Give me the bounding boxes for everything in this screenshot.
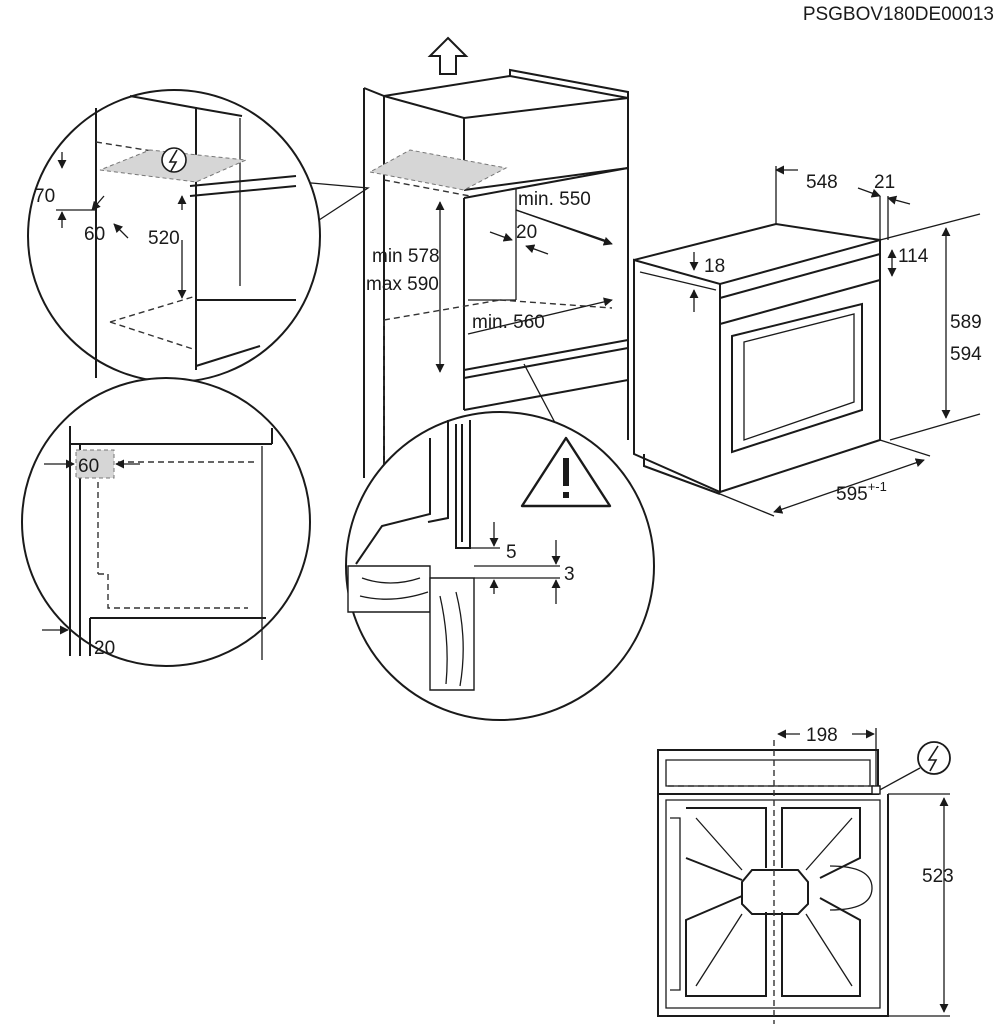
vent-20-label: 20 bbox=[94, 638, 115, 659]
dim-520-label: 520 bbox=[148, 228, 180, 249]
detail-top-circle bbox=[27, 89, 370, 383]
min-560-label: min. 560 bbox=[472, 312, 545, 333]
dim-114-label: 114 bbox=[898, 246, 929, 267]
document-code: PSGBOV180DE00013 bbox=[803, 4, 994, 25]
gap-20-label: 20 bbox=[516, 222, 537, 243]
dim-589-label: 589 bbox=[950, 312, 982, 333]
back-view-drawing bbox=[657, 728, 951, 1024]
dim-595-tolerance: +-1 bbox=[868, 479, 887, 494]
up-arrow-icon bbox=[427, 36, 469, 75]
dim-548-label: 548 bbox=[806, 172, 838, 193]
dim-198-label: 198 bbox=[806, 725, 838, 746]
dim-594-label: 594 bbox=[950, 344, 982, 365]
gap-5-label: 5 bbox=[506, 542, 517, 563]
min-578-label: min 578 bbox=[372, 246, 440, 267]
cabinet-drawing bbox=[363, 68, 629, 478]
electric-connection-icon bbox=[161, 147, 187, 173]
detail-gap-circle bbox=[345, 363, 655, 721]
gap-3-label: 3 bbox=[564, 564, 575, 585]
dim-595-label: 595+-1 bbox=[836, 479, 887, 505]
min-550-label: min. 550 bbox=[518, 189, 591, 210]
oven-drawing bbox=[633, 165, 981, 517]
dim-18-label: 18 bbox=[704, 256, 725, 277]
vent-60-label: 60 bbox=[78, 456, 99, 477]
dim-60-label: 60 bbox=[84, 224, 105, 245]
dim-595-value: 595 bbox=[836, 484, 868, 505]
warning-triangle-icon bbox=[520, 436, 612, 508]
electric-connection-icon bbox=[917, 741, 951, 775]
dim-21-label: 21 bbox=[874, 172, 895, 193]
max-590-label: max 590 bbox=[366, 274, 439, 295]
detail-vent-circle bbox=[21, 377, 311, 667]
dim-70-label: 70 bbox=[34, 186, 55, 207]
dim-523-label: 523 bbox=[922, 866, 954, 887]
